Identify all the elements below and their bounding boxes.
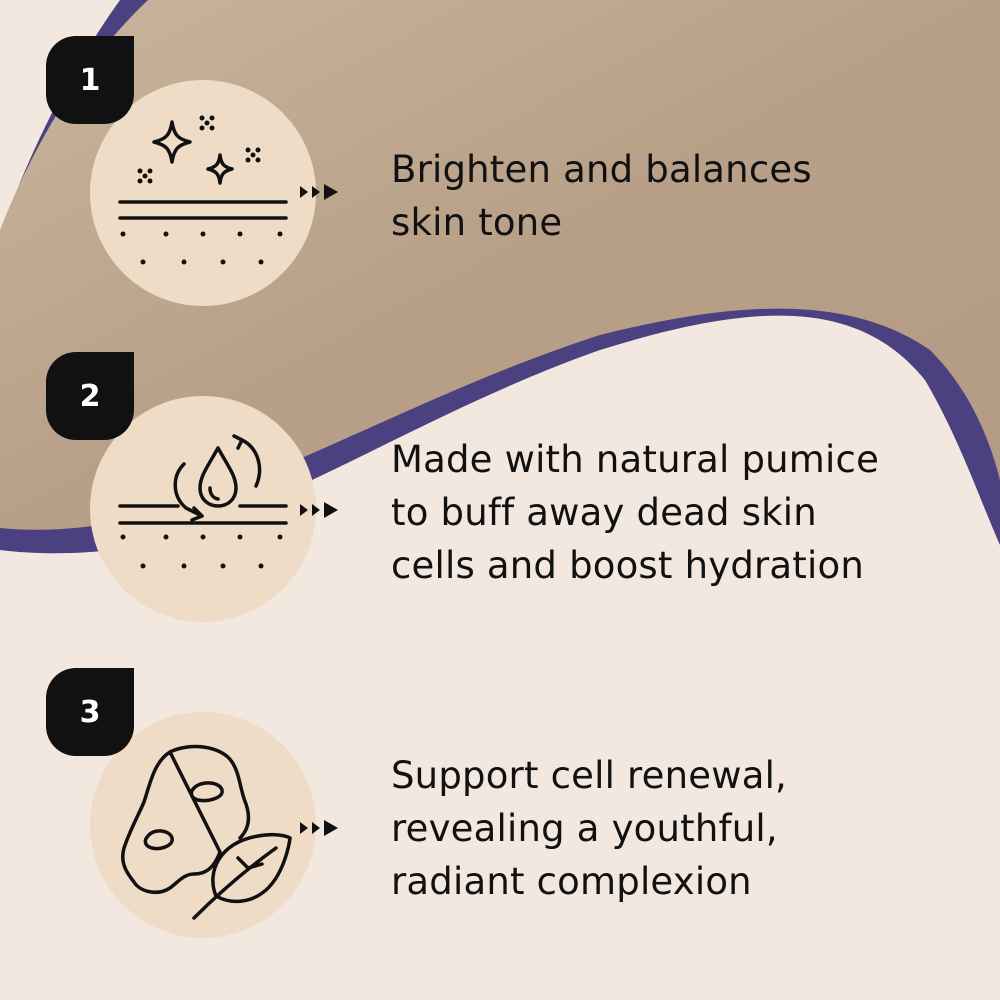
- triple-arrow-icon: [300, 502, 338, 518]
- step-number-badge: 2: [46, 352, 134, 440]
- benefit-1-icon-circle: [90, 80, 316, 306]
- hydration-drop-icon: [118, 434, 288, 569]
- benefit-text: Support cell renewal, revealing a youthf…: [391, 754, 788, 903]
- benefit-row-1: 1 Brighten and balances skin tone: [0, 36, 1000, 306]
- step-number-badge: 3: [46, 668, 134, 756]
- benefit-row-2: 2 Made with natural pumice to buff away …: [0, 352, 1000, 622]
- benefit-text: Brighten and balances skin tone: [391, 148, 812, 244]
- sparkle-skin-icon: [118, 115, 288, 265]
- triple-arrow-icon: [300, 820, 338, 836]
- triple-arrow-icon: [300, 184, 338, 200]
- benefit-2-icon-circle: [90, 396, 316, 622]
- benefit-row-3: 3 Support cell renewal, revealing a yout…: [0, 668, 1000, 938]
- face-mask-leaf-icon: [121, 744, 292, 920]
- step-number-badge: 1: [46, 36, 134, 124]
- benefit-text: Made with natural pumice to buff away de…: [391, 438, 880, 587]
- benefit-3-icon-circle: [90, 712, 316, 938]
